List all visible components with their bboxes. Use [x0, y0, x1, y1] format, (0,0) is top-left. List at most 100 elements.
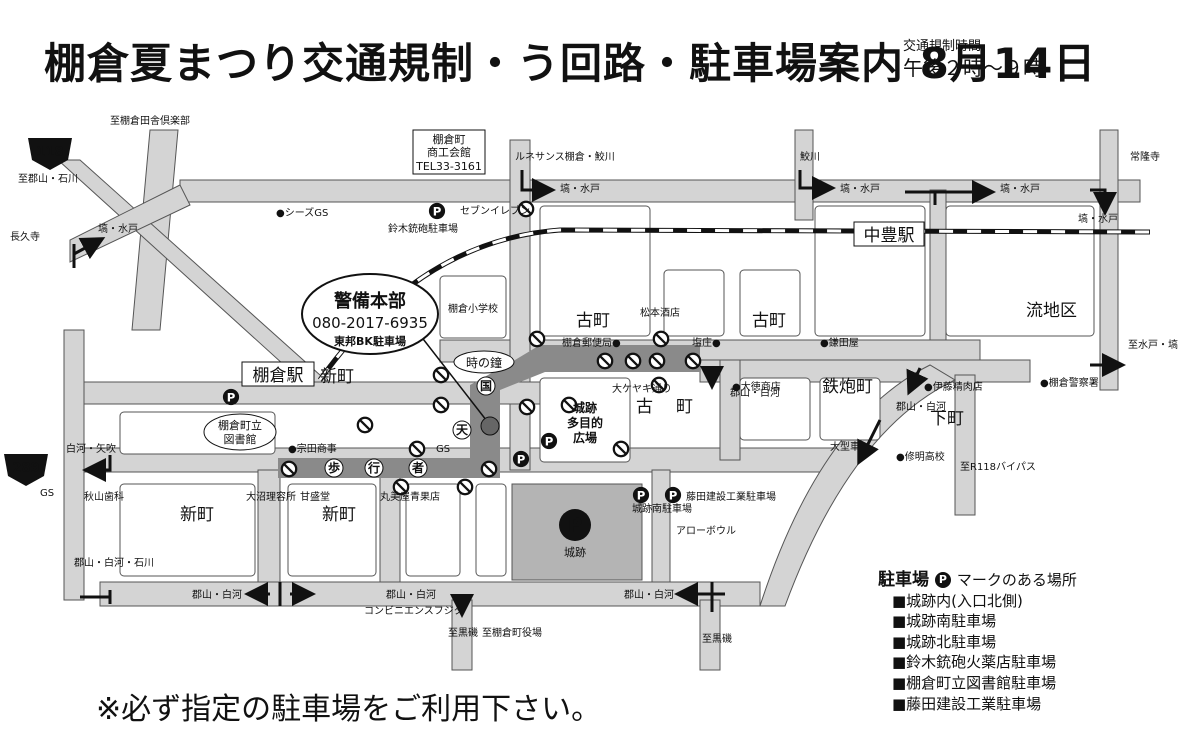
- svg-text:塙・水戸: 塙・水戸: [1078, 212, 1118, 225]
- parking-legend-item: ■城跡北駐車場: [892, 632, 997, 651]
- library-bubble: [203, 413, 277, 451]
- nakatoyo-station: 中豊駅: [864, 226, 915, 246]
- castle-square-2: 多目的: [567, 415, 603, 430]
- no-entry-icon: [596, 352, 614, 370]
- svg-text:●棚倉警察署: ●棚倉警察署: [1040, 376, 1099, 389]
- road-nakatoyo: [929, 189, 947, 341]
- svg-text:●修明高校: ●修明高校: [896, 450, 945, 463]
- svg-text:GS: GS: [40, 488, 54, 499]
- no-entry-icon: [356, 416, 374, 434]
- no-entry-icon: [480, 460, 498, 478]
- road-west-south-v: [257, 469, 281, 583]
- svg-text:コンビニエンスフジタ: コンビニエンスフジタ: [364, 605, 464, 617]
- parking-note: ※必ず指定の駐車場をご利用下さい。: [96, 692, 602, 727]
- svg-text:至黒磯: 至黒磯: [702, 632, 732, 645]
- detour-arrows: [72, 170, 1126, 618]
- page-title: 棚倉夏まつり交通規制・う回路・駐車場案内 8月14日: [44, 39, 1097, 88]
- parking-legend-item: ■鈴木銃砲火薬店駐車場: [892, 653, 1057, 672]
- svg-text:アローボウル: アローボウル: [676, 525, 736, 537]
- svg-text:郡山・白河: 郡山・白河: [730, 386, 780, 399]
- road-east-curve: [759, 364, 957, 607]
- tokinokane-label: 時の鐘: [466, 355, 502, 370]
- city-blocks: [119, 205, 1095, 577]
- svg-text:郡山・白河・石川: 郡山・白河・石川: [74, 556, 154, 569]
- tanagura-station: 棚倉駅: [253, 366, 304, 386]
- ten-mark: 天: [456, 423, 469, 437]
- svg-text:大ケヤキ通り: 大ケヤキ通り: [612, 382, 672, 395]
- svg-text:郡山・白河: 郡山・白河: [192, 588, 242, 601]
- no-entry-icon: [432, 366, 450, 384]
- svg-text:至棚倉田舎倶楽部: 至棚倉田舎倶楽部: [110, 114, 190, 127]
- road-south: [99, 581, 761, 607]
- svg-text:郡山・白河: 郡山・白河: [624, 588, 674, 601]
- no-entry-icon: [518, 398, 536, 416]
- svg-text:長久寺: 長久寺: [10, 231, 40, 243]
- svg-text:至棚倉町役場: 至棚倉町役場: [482, 626, 542, 639]
- no-entry-icon: [612, 440, 630, 458]
- regulated-zone: [278, 345, 700, 478]
- parking-legend: 駐車場 P マークのある場所 ■城跡内(入口北側) ■城跡南駐車場 ■城跡北駐車…: [878, 570, 1077, 714]
- castle-square-3: 広場: [573, 430, 597, 445]
- svg-text:松本酒店: 松本酒店: [640, 306, 680, 319]
- furu-label: 古: [636, 397, 653, 417]
- svg-text:丸美屋青果店: 丸美屋青果店: [380, 490, 440, 503]
- castle-parking-mark: [559, 509, 591, 541]
- road-bypass: [954, 374, 976, 516]
- parking-icon: [512, 450, 530, 468]
- parking-legend-item: ■城跡南駐車場: [892, 612, 997, 631]
- svg-text:至郡山・石川: 至郡山・石川: [18, 173, 78, 185]
- castle-square-1: 城跡: [573, 400, 597, 415]
- shinmachi-3: 新町: [320, 367, 354, 387]
- hq-phone: 080-2017-6935: [312, 314, 428, 332]
- no-entry-icon: [652, 330, 670, 348]
- svg-text:●宗田商事: ●宗田商事: [288, 442, 337, 455]
- road-kuroiso2: [699, 599, 721, 671]
- no-entry-icon: [432, 396, 450, 414]
- castle-parking-p: P: [568, 513, 583, 537]
- no-entry-icon: [456, 478, 474, 496]
- teppo-label: 鉄炮町: [822, 377, 873, 397]
- svg-text:●鎌田屋: ●鎌田屋: [820, 336, 859, 349]
- hq-parking: 東邦BK駐車場: [334, 334, 406, 348]
- route-118-shield: [28, 138, 72, 170]
- pedestrian-3: 者: [411, 460, 424, 475]
- svg-text:至R118バイパス: 至R118バイパス: [960, 461, 1036, 473]
- regulation-time-label: 交通規制時間: [903, 39, 982, 54]
- kunitama-1: 国: [480, 379, 492, 393]
- road-east-vertical: [1099, 129, 1119, 391]
- hq-pointer: [419, 334, 491, 426]
- svg-text:鈴木銃砲駐車場: 鈴木銃砲駐車場: [388, 222, 458, 235]
- svg-text:●大徳商店: ●大徳商店: [732, 380, 781, 393]
- parking-legend-heading: 駐車場 P マークのある場所: [878, 570, 1077, 590]
- no-entry-icon: [280, 460, 298, 478]
- library-line1: 棚倉町立: [218, 418, 262, 432]
- svg-text:ルネサンス棚倉・鮫川: ルネサンス棚倉・鮫川: [515, 150, 615, 163]
- hq-bubble: [301, 273, 439, 355]
- pedestrian-marks: 歩 行 者 国 天: [324, 376, 496, 478]
- shimo-label: 下町: [930, 409, 964, 429]
- svg-text:塙・水戸: 塙・水戸: [1000, 182, 1040, 195]
- route-289-label: 289: [12, 461, 39, 476]
- no-entry-icon: [408, 440, 426, 458]
- svg-text:●伊藤精肉店: ●伊藤精肉店: [924, 380, 983, 393]
- route-118-label: 118: [36, 145, 63, 160]
- road-samegawa: [794, 129, 814, 221]
- ryuchi-label: 流地区: [1026, 301, 1077, 321]
- svg-text:棚倉郵便局●: 棚倉郵便局●: [562, 336, 621, 349]
- svg-text:藤田建設工業駐車場: 藤田建設工業駐車場: [686, 490, 776, 503]
- nakatoyo-station-box: [853, 221, 925, 247]
- svg-text:鮫川: 鮫川: [800, 150, 820, 163]
- svg-text:塩庄●: 塩庄●: [692, 336, 721, 349]
- no-entry-icon: [648, 352, 666, 370]
- svg-text:塙・水戸: 塙・水戸: [560, 182, 600, 195]
- no-entry-icon: [684, 352, 702, 370]
- pedestrian-2: 行: [367, 460, 380, 475]
- svg-text:GS: GS: [436, 444, 450, 455]
- svg-text:棚倉小学校: 棚倉小学校: [448, 302, 498, 315]
- parking-icon: [632, 486, 650, 504]
- regulation-time-value: 午後２時〜９時: [903, 56, 1043, 80]
- parking-legend-item: ■棚倉町立図書館駐車場: [892, 673, 1057, 692]
- svg-text:城跡南駐車場: 城跡南駐車場: [632, 502, 692, 515]
- parking-icon: [222, 388, 240, 406]
